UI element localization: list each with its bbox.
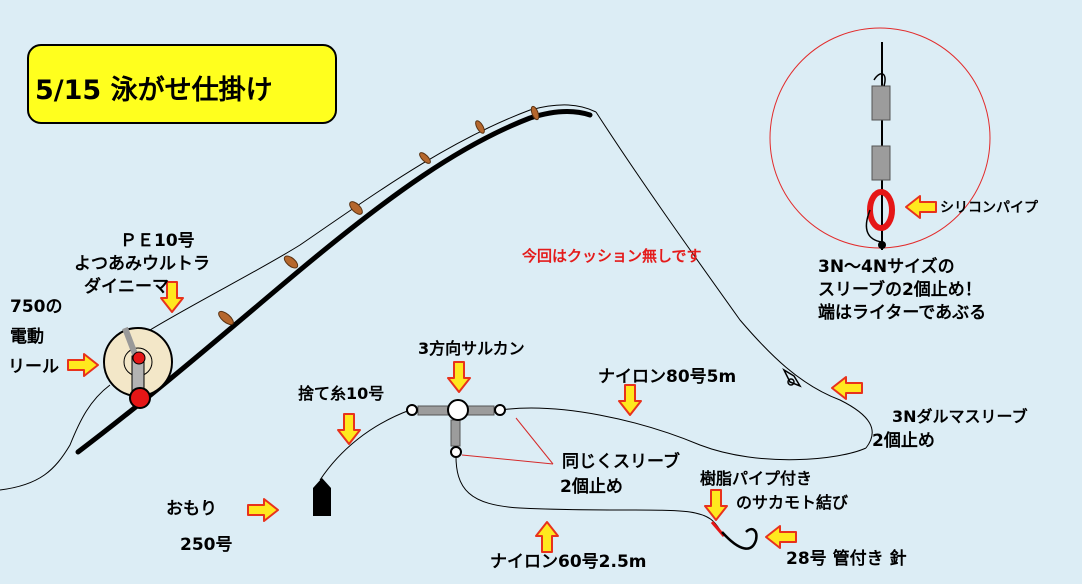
sinker-label-1: おもり: [166, 499, 217, 519]
hook-knot-label-2: のサカモト結び: [736, 493, 849, 512]
arrow-nylon80: [618, 384, 642, 416]
pe-line-label-1: ＰＥ10号: [120, 231, 195, 251]
rod-guides: [218, 105, 540, 326]
reel-label-3: リール: [8, 357, 59, 377]
arrow-nylon60: [535, 521, 559, 553]
arrow-reel: [67, 353, 99, 377]
arrow-swivel: [447, 361, 471, 393]
pointer-line-2: [461, 454, 554, 465]
nylon60-label: ナイロン60号2.5m: [490, 552, 647, 572]
silicon-pipe-label: シリコンパイプ: [940, 200, 1038, 216]
swivel-label: 3方向サルカン: [418, 339, 525, 358]
reel-label-2: 電動: [10, 327, 44, 347]
pe-line-label-2: よつあみウルトラ: [74, 254, 210, 274]
sute-ito-line: [319, 409, 411, 481]
sleeve-label-1: 3N～4Nサイズの: [818, 257, 955, 277]
electric-reel: [103, 326, 173, 409]
leader-upper: [499, 407, 867, 461]
page-title: 5/15 泳がせ仕掛け: [35, 75, 273, 106]
hook: [710, 521, 758, 550]
three-way-swivel: [406, 399, 506, 458]
fishing-rod: [75, 105, 593, 455]
arrow-hook-knot: [704, 489, 728, 521]
nylon80-label: ナイロン80号5m: [598, 367, 737, 387]
sleeve-label-2: スリーブの2個止め！: [818, 280, 982, 300]
reel-label-1: 750の: [10, 297, 63, 317]
same-sleeve-label-1: 同じくスリーブ: [562, 452, 680, 472]
arrow-hook: [765, 525, 797, 549]
pe-line: [149, 104, 597, 331]
fishing-lines: [0, 42, 883, 531]
reel-cord: [0, 384, 111, 491]
sinker-label-2: 250号: [180, 535, 233, 555]
main-swivel: [782, 368, 802, 388]
hook-knot-label-1: 樹脂パイプ付き: [700, 469, 813, 488]
pointer-line-1: [515, 417, 554, 465]
daruma-sleeve-label-1: 3Nダルマスリーブ: [892, 407, 1028, 426]
sleeve-detail-inset: [769, 27, 991, 249]
arrow-silicon: [905, 195, 937, 219]
same-sleeve-label-2: 2個止め: [560, 477, 623, 497]
arrow-sinker: [247, 498, 279, 522]
arrow-main-swivel: [831, 376, 863, 400]
hook-label: 28号 管付き 針: [786, 549, 907, 569]
main-line: [595, 111, 873, 449]
title-box: 5/15 泳がせ仕掛け: [27, 44, 337, 124]
no-cushion-note: 今回はクッション無しです: [522, 247, 702, 265]
sute-ito-label: 捨て糸10号: [298, 384, 385, 403]
daruma-sleeve-label-2: 2個止め: [872, 431, 935, 451]
lower-leader: [455, 451, 721, 531]
sleeve-label-3: 端はライターであぶる: [818, 303, 987, 323]
sinker: [313, 478, 331, 516]
pe-line-label-3: ダイニーマ: [84, 277, 169, 297]
